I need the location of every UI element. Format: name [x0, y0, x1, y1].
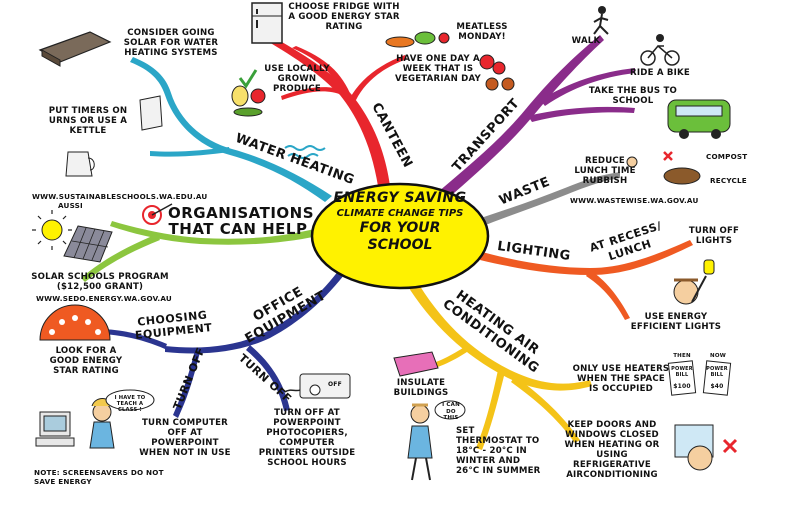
- tip-vegetarian: HAVE ONE DAY A WEEK THAT IS VEGETARIAN D…: [395, 54, 481, 84]
- bill-now-label: NOW: [710, 353, 726, 359]
- rubbish-icon: [626, 151, 701, 185]
- tip-reduce-rubbish: REDUCE LUNCH TIME RUBBISH: [574, 156, 636, 186]
- insulation-icon: [393, 351, 439, 377]
- tip-efficient-lights: USE ENERGY EFFICIENT LIGHTS: [630, 312, 722, 332]
- tip-compost: COMPOST: [706, 152, 748, 161]
- solar-panel-icon: [63, 225, 113, 263]
- waste-website: WWW.WASTEWISE.WA.GOV.AU: [570, 196, 699, 205]
- tip-local-produce: USE LOCALLY GROWN PRODUCE: [264, 64, 330, 94]
- tip-photocopiers: TURN OFF AT POWERPOINT PHOTOCOPIERS, COM…: [258, 408, 356, 468]
- speech-bubble-teacher: [105, 389, 155, 411]
- tip-bike: RIDE A BIKE: [630, 68, 690, 78]
- kettle-icon: [65, 151, 95, 177]
- tip-bus: TAKE THE BUS TO SCHOOL: [588, 86, 678, 106]
- tip-doors-windows: KEEP DOORS AND WINDOWS CLOSED WHEN HEATI…: [564, 420, 660, 480]
- fridge-icon: [251, 2, 283, 44]
- window-closed-icon: [674, 424, 738, 471]
- bus-icon: [667, 99, 731, 139]
- bike-icon: [640, 34, 680, 66]
- branch-canteen: [262, 38, 407, 186]
- sun-icon: [32, 210, 72, 250]
- branch-lighting: [480, 240, 693, 320]
- center-title: ENERGY SAVING: [333, 190, 467, 206]
- switch-off-label: OFF: [328, 381, 342, 388]
- lightbulb-person-icon: [673, 259, 715, 305]
- branch-organisations: [81, 221, 318, 282]
- bill-then-amount: $100: [673, 383, 691, 390]
- tip-turn-off-computer: TURN COMPUTER OFF AT POWERPOINT WHEN NOT…: [139, 418, 231, 458]
- tip-thermostat: SET THERMOSTAT TO 18°C - 20°C IN WINTER …: [456, 426, 541, 476]
- tip-walk: WALK: [571, 36, 601, 46]
- branch-water: [130, 57, 332, 202]
- bill-now-word: POWER BILL: [706, 366, 728, 378]
- tip-fridge: CHOOSE FRIDGE WITH A GOOD ENERGY STAR RA…: [288, 2, 400, 32]
- produce-icon: [231, 69, 266, 117]
- bill-then-label: THEN: [673, 353, 691, 359]
- center-line3: FOR YOUR: [359, 220, 441, 236]
- org-program-website: WWW.SEDO.ENERGY.WA.GOV.AU: [36, 294, 172, 303]
- thermostat-kid-icon: [407, 400, 466, 481]
- tomatoes-icon: [479, 54, 515, 91]
- branch-waste: [475, 172, 620, 228]
- tip-timers-urns: PUT TIMERS ON URNS OR USE A KETTLE: [48, 106, 128, 136]
- center-title-block: ENERGY SAVING CLIMATE CHANGE TIPS FOR YO…: [312, 190, 488, 254]
- tip-insulate: INSULATE BUILDINGS: [393, 378, 449, 398]
- urn-icon: [139, 95, 163, 131]
- bill-then-word: POWER BILL: [671, 366, 693, 378]
- center-bubble: [310, 182, 490, 290]
- org-website-2: AUSSI: [58, 201, 83, 210]
- bubble-i-can-do-this: I CAN DO THIS: [442, 402, 460, 421]
- tip-energy-star: LOOK FOR A GOOD ENERGY STAR RATING: [49, 346, 123, 376]
- tip-recycle: RECYCLE: [710, 176, 747, 185]
- bill-now-amount: $40: [710, 383, 724, 390]
- center-subtitle: CLIMATE CHANGE TIPS: [336, 208, 464, 219]
- tip-turn-off-lights: TURN OFF LIGHTS: [688, 226, 740, 246]
- water-waves-icon: [284, 145, 326, 159]
- tip-meatless: MEATLESS MONDAY!: [456, 22, 508, 42]
- branch-label-organisations: ORGANISATIONS THAT CAN HELP: [168, 204, 315, 238]
- tip-heaters-occupied: ONLY USE HEATERS WHEN THE SPACE IS OCCUP…: [572, 364, 670, 394]
- walking-person-icon: [593, 6, 609, 35]
- center-line4: SCHOOL: [367, 237, 433, 253]
- target-icon: [142, 203, 173, 225]
- org-website-1: WWW.SUSTAINABLESCHOOLS.WA.EDU.AU: [32, 192, 208, 201]
- teacher-computer-icon: [35, 398, 115, 449]
- power-bill-icon: [667, 360, 732, 396]
- branch-transport: [438, 35, 635, 200]
- energy-star-rating-icon: [39, 304, 111, 341]
- bubble-teach-class: I HAVE TO TEACH A CLASS !: [114, 395, 146, 413]
- vegetables-icon: [385, 31, 450, 48]
- solar-water-heater-icon: [38, 31, 112, 67]
- tip-solar-water: CONSIDER GOING SOLAR FOR WATER HEATING S…: [123, 28, 219, 58]
- office-note: NOTE: SCREENSAVERS DO NOT SAVE ENERGY: [34, 468, 164, 486]
- org-solar-program: SOLAR SCHOOLS PROGRAM ($12,500 GRANT): [31, 272, 169, 292]
- powerpoint-switch-icon: [284, 373, 351, 399]
